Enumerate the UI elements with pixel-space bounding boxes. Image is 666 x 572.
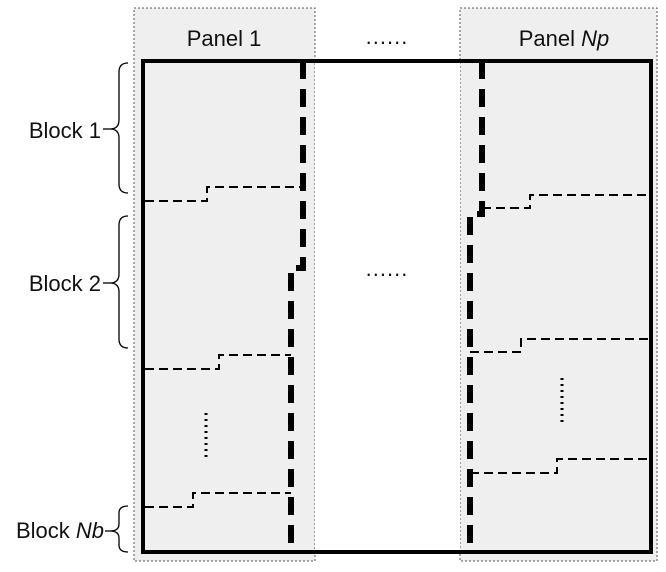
panel-np-label: Panel Np	[519, 26, 610, 51]
panel-ellipsis: ......	[366, 24, 409, 49]
middle-ellipsis: ......	[366, 256, 409, 281]
panel-1-row-boundary-1	[145, 186, 303, 202]
block-1-label: Block 1	[29, 118, 101, 143]
panel-np-row-boundary-2	[470, 338, 649, 353]
block-nb-label-var: Nb	[76, 518, 104, 543]
panel-np-label-prefix: Panel	[519, 26, 581, 51]
panel-1-region	[133, 7, 316, 562]
block-nb-label: Block Nb	[16, 518, 104, 543]
block-nb-label-prefix: Block	[16, 518, 76, 543]
panel-1-row-boundary-2	[145, 354, 291, 370]
panel-np-row-boundary-1	[482, 194, 649, 209]
block-2-brace	[109, 215, 129, 349]
panel-1-column-boundary	[288, 61, 306, 552]
block-2-label: Block 2	[29, 271, 101, 296]
middle-region	[315, 61, 460, 552]
panel-1-label: Panel 1	[187, 26, 262, 51]
panel-np-region	[459, 7, 658, 562]
matrix-border	[141, 59, 653, 554]
block-nb-brace	[109, 505, 129, 553]
block-1-brace	[109, 62, 129, 194]
panel-np-row-boundary-3	[470, 458, 649, 474]
panel-np-label-var: Np	[581, 26, 609, 51]
